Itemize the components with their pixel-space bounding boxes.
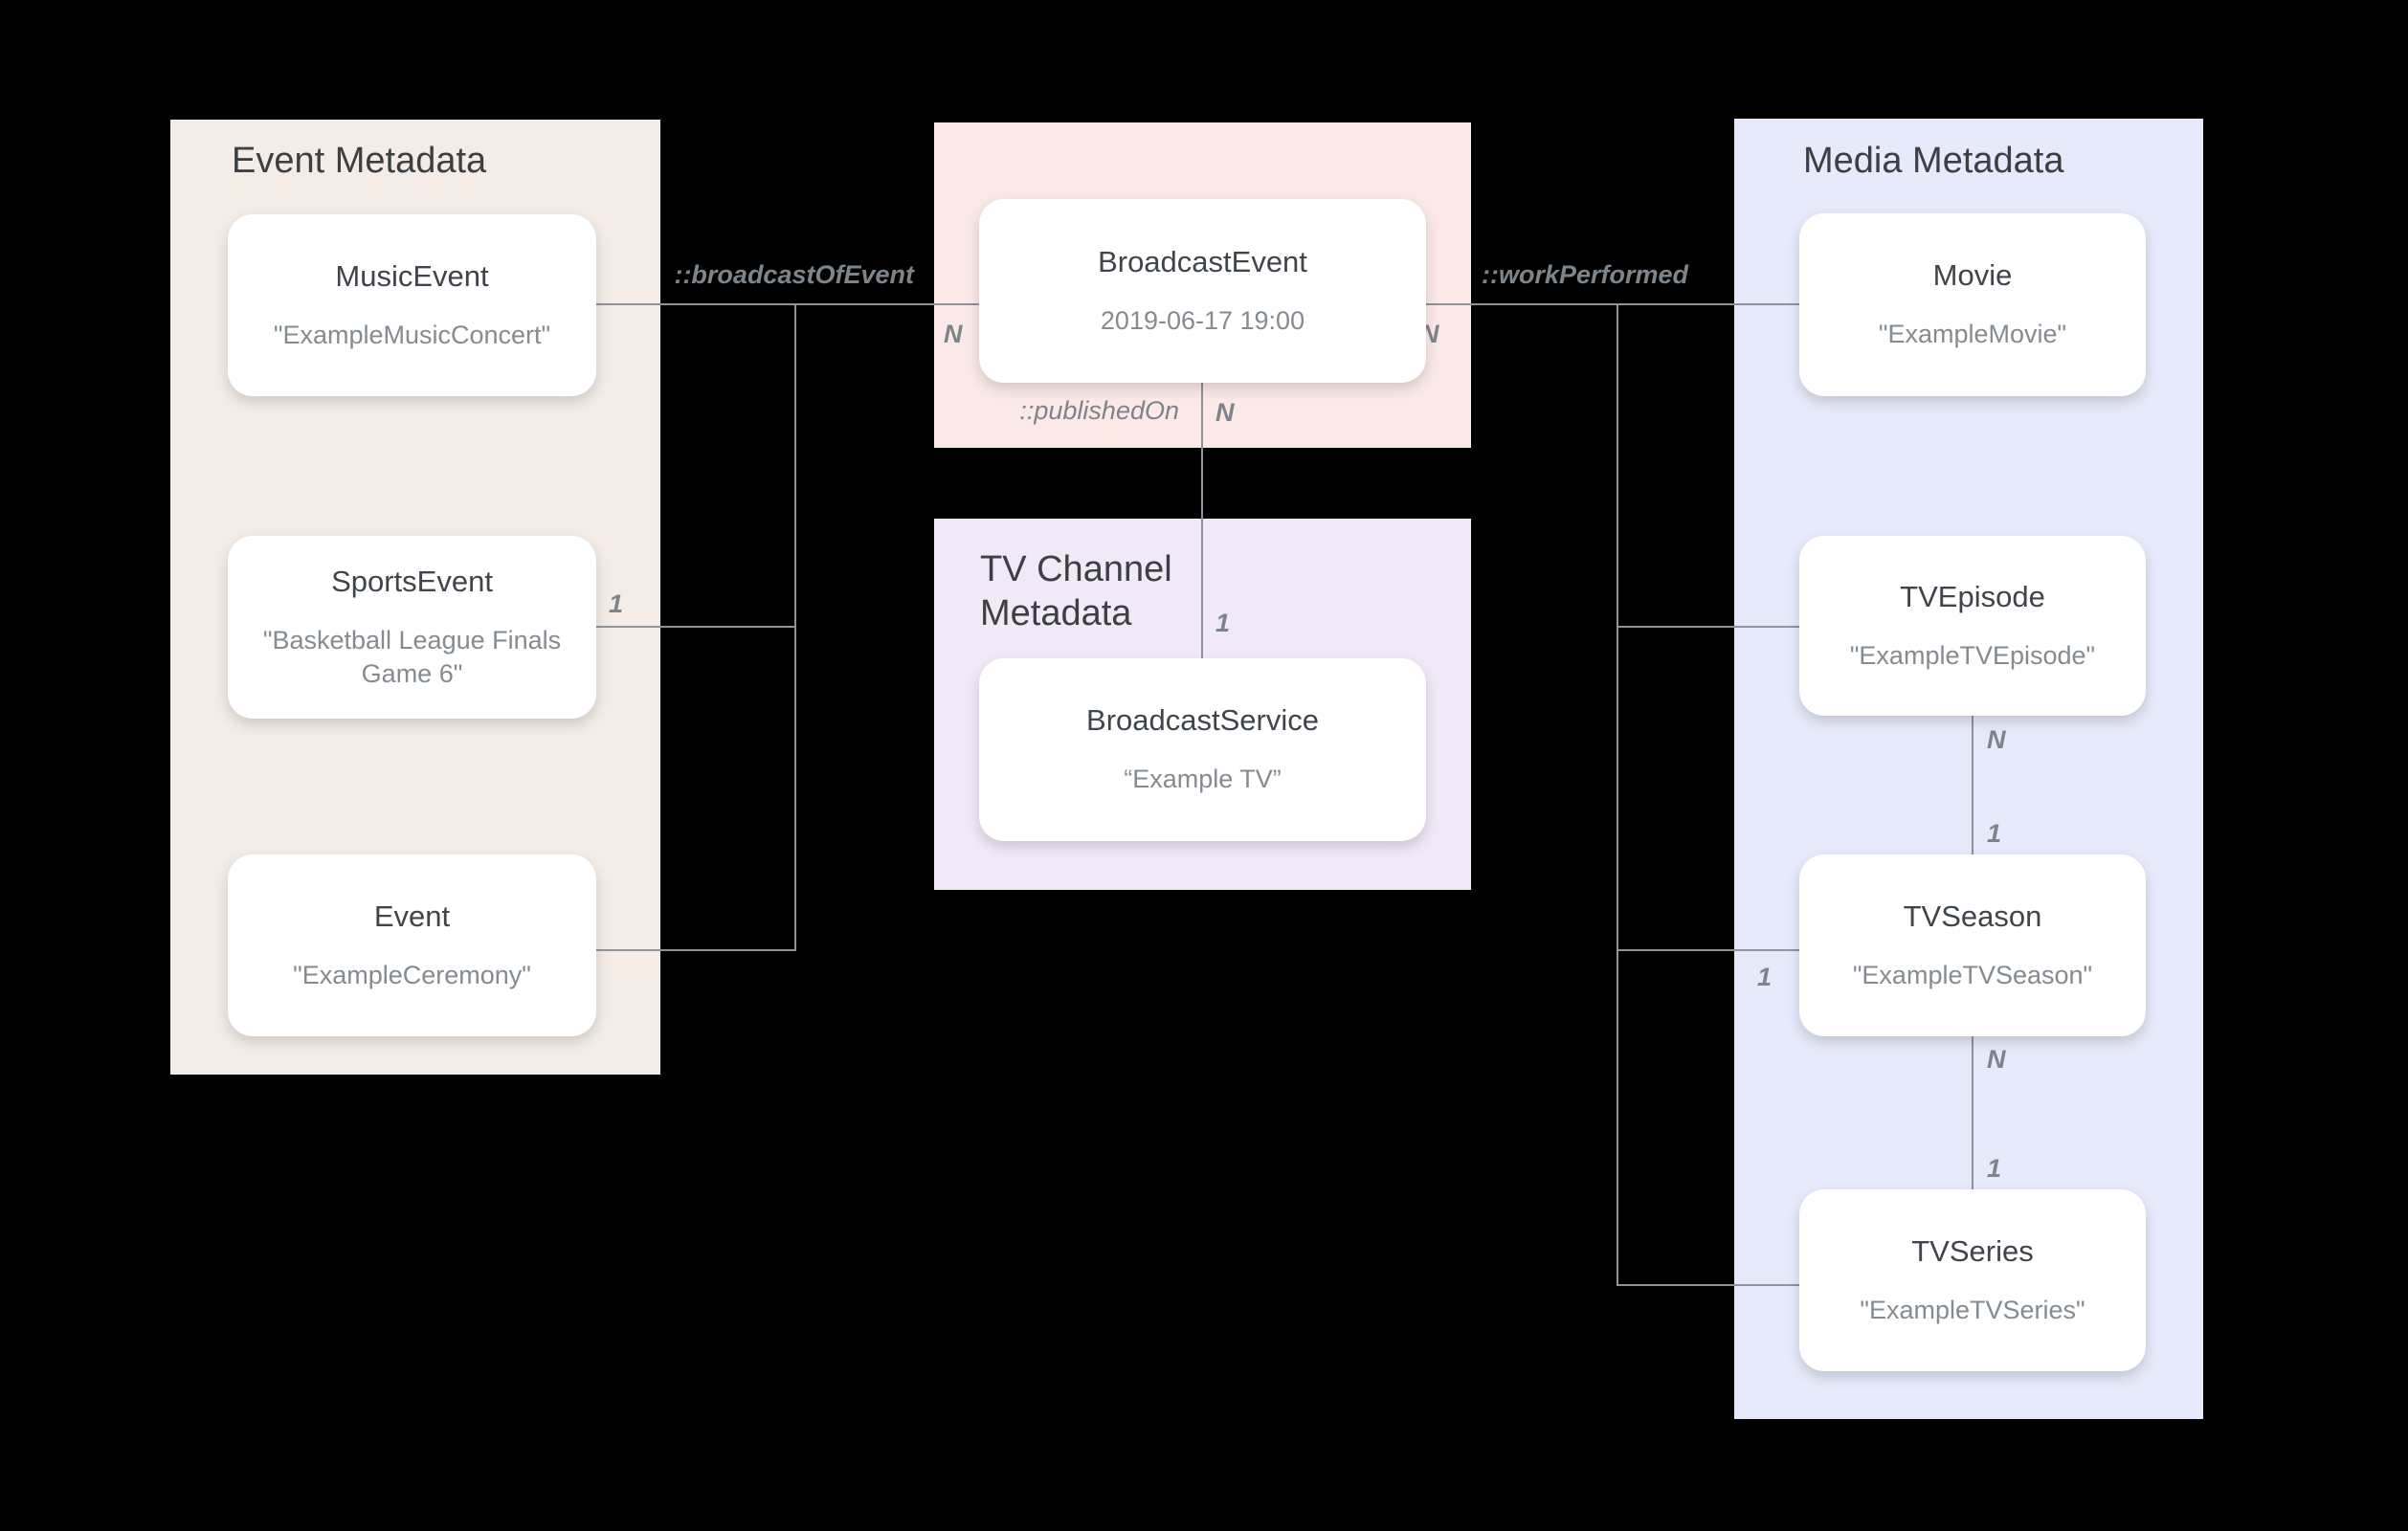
cardinality-tvseason-top-1: 1	[1987, 819, 2002, 848]
node-movie-type: Movie	[1932, 258, 2013, 293]
edge-media-group-riser	[1616, 303, 1618, 1286]
node-tvepisode-value: "ExampleTVEpisode"	[1849, 640, 2096, 670]
node-broadcastservice-value: “Example TV”	[1124, 765, 1282, 794]
edge-label-workperformed: ::workPerformed	[1482, 260, 1689, 289]
node-tvepisode: TVEpisode "ExampleTVEpisode"	[1799, 536, 2146, 716]
edge-label-broadcastofevent: ::broadcastOfEvent	[674, 260, 914, 289]
node-tvseason-type: TVSeason	[1903, 899, 2042, 933]
edge-tvepisode-branch	[1616, 626, 1799, 628]
edge-tvseries-branch	[1616, 1284, 1799, 1286]
cardinality-tvseason-left-1: 1	[1757, 963, 1773, 991]
node-broadcastservice-type: BroadcastService	[1086, 703, 1319, 738]
node-tvseries: TVSeries "ExampleTVSeries"	[1799, 1189, 2146, 1371]
cardinality-tvseason-bottom-n: N	[1987, 1045, 2006, 1074]
node-musicevent-type: MusicEvent	[335, 258, 489, 293]
edge-sportsevent-branch	[596, 626, 796, 628]
node-event-type: Event	[373, 899, 451, 933]
node-tvseries-type: TVSeries	[1911, 1233, 2034, 1268]
node-movie-value: "ExampleMovie"	[1878, 320, 2067, 349]
node-broadcastevent-type: BroadcastEvent	[1098, 244, 1307, 278]
node-event-value: "ExampleCeremony"	[293, 960, 531, 989]
cardinality-publishedon-1: 1	[1215, 609, 1231, 637]
node-tvseason: TVSeason "ExampleTVSeason"	[1799, 854, 2146, 1036]
cardinality-sportsevent-1: 1	[609, 589, 624, 618]
cardinality-publishedon-n: N	[1215, 398, 1235, 427]
edge-publishedon	[1201, 383, 1203, 658]
panel-title-event-metadata: Event Metadata	[232, 141, 487, 181]
node-musicevent: MusicEvent "ExampleMusicConcert"	[228, 214, 596, 396]
cardinality-broadcastofevent-n: N	[944, 320, 963, 348]
edge-label-publishedon: ::publishedOn	[1019, 396, 1179, 425]
edge-tvseason-tvseries	[1972, 1036, 1973, 1189]
node-tvseason-value: "ExampleTVSeason"	[1852, 960, 2093, 989]
node-broadcastevent-value: 2019-06-17 19:00	[1100, 305, 1305, 335]
node-sportsevent: SportsEvent "Basketball League Finals Ga…	[228, 536, 596, 719]
node-movie: Movie "ExampleMovie"	[1799, 213, 2146, 396]
node-tvepisode-type: TVEpisode	[1900, 579, 2045, 613]
panel-title-tv-channel-metadata: TV Channel Metadata	[980, 549, 1172, 634]
edge-musicevent-broadcastevent	[596, 303, 979, 305]
node-sportsevent-type: SportsEvent	[331, 565, 493, 599]
edge-event-branch	[596, 949, 796, 951]
edge-tvseason-branch	[1616, 949, 1799, 951]
node-tvseries-value: "ExampleTVSeries"	[1860, 1295, 2085, 1324]
node-event: Event "ExampleCeremony"	[228, 854, 596, 1036]
node-broadcastservice: BroadcastService “Example TV”	[979, 658, 1426, 841]
edge-broadcastevent-movie	[1426, 303, 1799, 305]
cardinality-tvepisode-n: N	[1987, 725, 2006, 754]
panel-title-media-metadata: Media Metadata	[1803, 141, 2064, 181]
node-broadcastevent: BroadcastEvent 2019-06-17 19:00	[979, 199, 1426, 383]
edge-tvepisode-tvseason	[1972, 716, 1973, 854]
node-sportsevent-value: "Basketball League Finals Game 6"	[262, 626, 562, 688]
cardinality-tvseries-1: 1	[1987, 1154, 2002, 1183]
node-musicevent-value: "ExampleMusicConcert"	[273, 320, 551, 349]
